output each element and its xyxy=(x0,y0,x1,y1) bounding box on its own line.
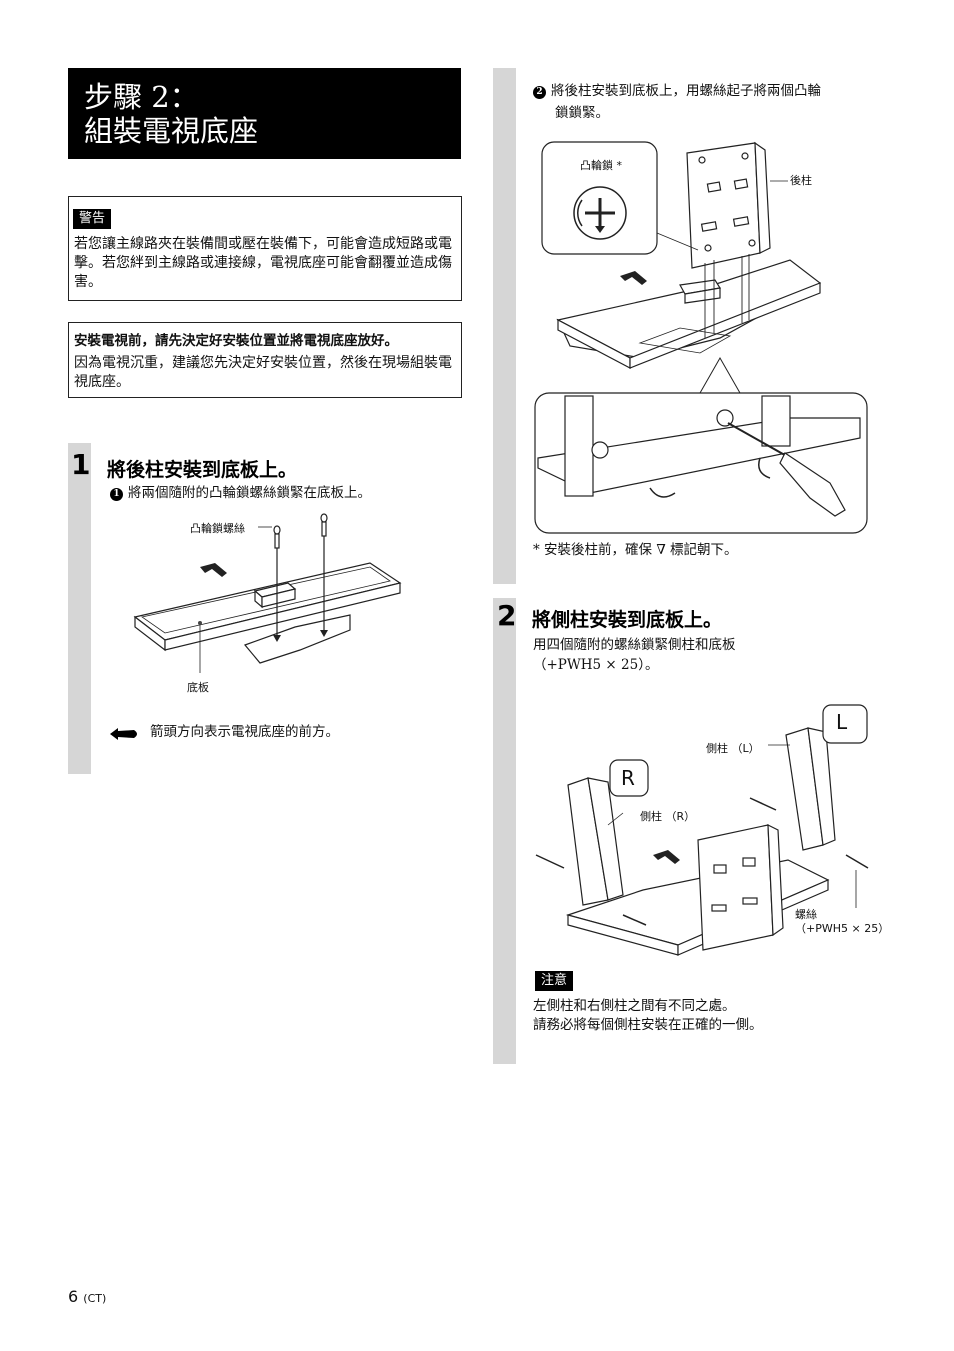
step2-heading: 將側柱安裝到底板上。 xyxy=(532,609,723,631)
label-screw-spec: （+PWH5 × 25） xyxy=(795,922,890,935)
label-side-post-left: 側柱 （L） xyxy=(706,742,760,755)
substep1-number: 1 xyxy=(110,488,123,501)
footnote-mark-down: * 安裝後柱前，確保 ∇ 標記朝下。 xyxy=(533,542,738,558)
step1-substep2: 2 將後柱安裝到底板上，用螺絲起子將兩個凸輪 xyxy=(533,82,821,101)
step1-substep1: 1 將兩個隨附的凸輪鎖螺絲鎖緊在底板上。 xyxy=(110,484,371,503)
warning-box: 警告 若您讓主線路夾在裝備間或壓在裝備下，可能會造成短路或電擊。若您絆到主線路或… xyxy=(68,196,462,301)
warning-text: 若您讓主線路夾在裝備間或壓在裝備下，可能會造成短路或電擊。若您絆到主線路或連接線… xyxy=(74,236,452,290)
step1-heading: 將後柱安裝到底板上。 xyxy=(107,459,298,481)
page-title-line1: 步驟 2： xyxy=(84,80,199,114)
caution-badge: 注意 xyxy=(535,971,574,991)
rear-post-diagram xyxy=(534,141,868,534)
step1-continued-bar xyxy=(493,68,516,584)
substep2-line2: 鎖鎖緊。 xyxy=(555,105,609,121)
warning-badge: 警告 xyxy=(73,209,112,229)
label-screw: 螺絲 xyxy=(795,908,817,921)
tag-right: R xyxy=(621,766,635,790)
page-title-line2: 組裝電視底座 xyxy=(84,114,259,148)
substep2-line1: 將後柱安裝到底板上，用螺絲起子將兩個凸輪 xyxy=(551,83,821,99)
base-plate-diagram xyxy=(133,513,402,673)
page-number: 6 (CT) xyxy=(68,1287,106,1306)
arrow-note: 箭頭方向表示電視底座的前方。 xyxy=(150,724,339,740)
label-rear-post: 後柱 xyxy=(790,174,812,187)
page-number-suffix: (CT) xyxy=(83,1292,107,1305)
step2-bar xyxy=(493,598,516,1064)
placement-note-box: 安裝電視前，請先決定好安裝位置並將電視底座放好。 因為電視沉重，建議您先決定好安… xyxy=(68,322,462,398)
placement-note-text: 因為電視沉重，建議您先決定好安裝位置，然後在現場組裝電視底座。 xyxy=(74,355,452,390)
step2-text-line2: （+PWH5 × 25）。 xyxy=(533,657,659,673)
page-title: 步驟 2： 組裝電視底座 xyxy=(68,68,461,159)
page-number-value: 6 xyxy=(68,1287,79,1306)
substep1-text: 將兩個隨附的凸輪鎖螺絲鎖緊在底板上。 xyxy=(128,485,371,501)
cam-lock-icon xyxy=(573,186,627,240)
caution-line2: 請務必將每個側柱安裝在正確的一側。 xyxy=(533,1017,763,1033)
side-posts-diagram xyxy=(535,704,869,956)
label-side-post-right: 側柱 （R） xyxy=(640,810,696,823)
label-base-plate: 底板 xyxy=(187,681,209,694)
label-cam-screw: 凸輪鎖螺絲 xyxy=(190,522,245,535)
substep2-number: 2 xyxy=(533,86,546,99)
step2-number: 2 xyxy=(497,599,517,632)
caution-line1: 左側柱和右側柱之間有不同之處。 xyxy=(533,998,736,1014)
label-cam-lock: 凸輪鎖 * xyxy=(580,159,622,172)
step1-bar xyxy=(68,443,91,774)
placement-note-heading: 安裝電視前，請先決定好安裝位置並將電視底座放好。 xyxy=(74,333,398,349)
tag-left: L xyxy=(836,710,848,734)
front-arrow-icon xyxy=(110,728,137,740)
step2-text-line1: 用四個隨附的螺絲鎖緊側柱和底板 xyxy=(533,637,736,653)
step1-number: 1 xyxy=(71,448,91,481)
